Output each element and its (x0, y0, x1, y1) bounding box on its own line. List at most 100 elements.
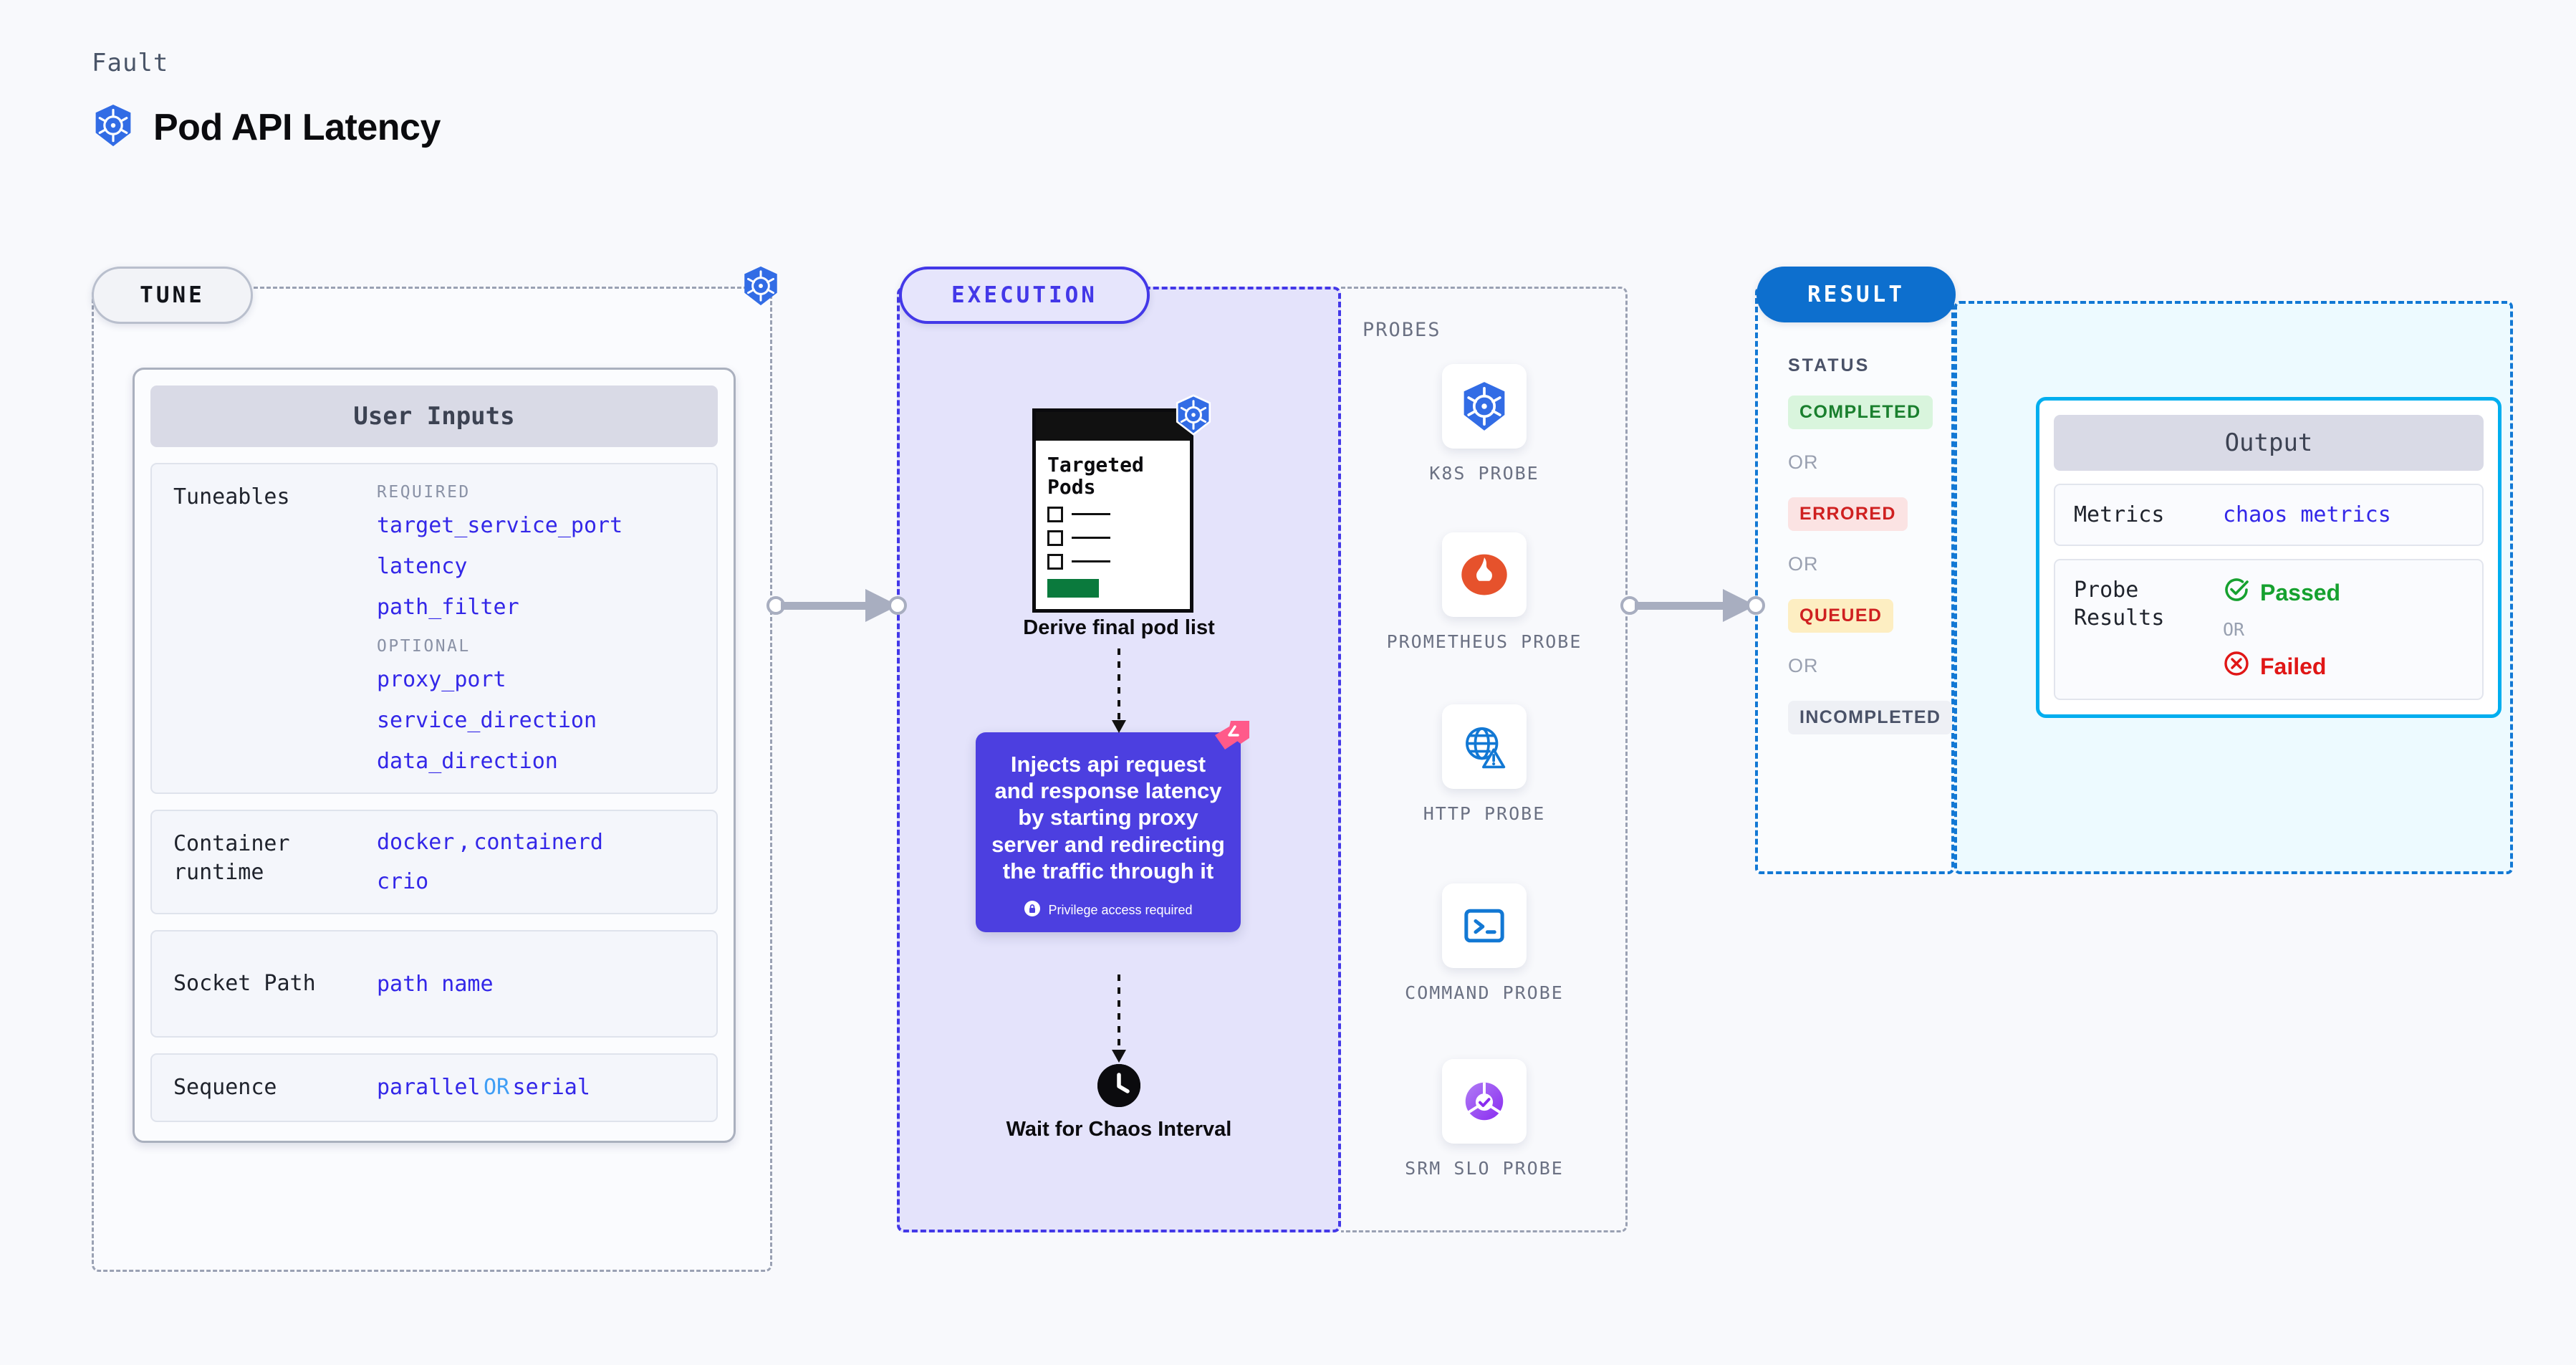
status-title: STATUS (1788, 355, 1870, 375)
probe-command[interactable]: COMMAND PROBE (1341, 883, 1628, 1005)
page-header: Fault Pod API Latency (92, 49, 441, 151)
litmus-chaos-icon (1213, 719, 1251, 759)
probe-prometheus[interactable]: PROMETHEUS PROBE (1341, 532, 1628, 654)
status-badge-errored: ERRORED (1788, 497, 1908, 531)
tuneable-latency[interactable]: latency (377, 554, 468, 579)
metrics-value[interactable]: chaos metrics (2223, 502, 2391, 527)
probes-panel: PROBES K8S PROBE PROMETHEUS PROBE HTTP P… (1341, 287, 1628, 1232)
connector-execution-to-result (1620, 589, 1771, 622)
tuneable-path-filter[interactable]: path_filter (377, 595, 519, 620)
targeted-pods-card: Targeted Pods (1032, 394, 1211, 613)
probe-label: K8S PROBE (1429, 463, 1539, 484)
execution-pill[interactable]: EXECUTION (899, 267, 1150, 324)
pods-checkbox-row (1047, 553, 1178, 570)
sequence-row: Sequence parallel OR serial (150, 1053, 718, 1122)
user-inputs-title: User Inputs (150, 385, 718, 447)
srm-slo-icon (1442, 1059, 1527, 1144)
inject-latency-card: Injects api request and response latency… (976, 721, 1249, 932)
status-badge-completed: COMPLETED (1788, 396, 1933, 429)
tune-pill[interactable]: TUNE (92, 267, 253, 324)
probe-label: PROMETHEUS PROBE (1386, 631, 1582, 652)
globe-warning-icon (1442, 704, 1527, 789)
status-or: OR (1788, 553, 1819, 575)
checkbox-icon[interactable] (1047, 506, 1063, 522)
probe-srm-slo[interactable]: SRM SLO PROBE (1341, 1059, 1628, 1181)
probe-result-passed: Passed (2223, 576, 2340, 609)
status-badge-queued: QUEUED (1788, 599, 1894, 633)
container-runtime-label: Container runtime (173, 831, 290, 885)
output-title: Output (2054, 415, 2484, 471)
probe-results-label: Probe Results (2074, 578, 2165, 631)
probe-result-failed: Failed (2223, 650, 2340, 683)
status-badge-incompleted: INCOMPLETED (1788, 701, 1953, 734)
tuneable-proxy-port[interactable]: proxy_port (377, 667, 506, 692)
probe-k8s[interactable]: K8S PROBE (1341, 364, 1628, 486)
tuneable-target-service-port[interactable]: target_service_port (377, 513, 623, 538)
sequence-label: Sequence (173, 1075, 277, 1100)
wait-label: Wait for Chaos Interval (1006, 1118, 1232, 1141)
output-panel: Output Metrics chaos metrics Probe Resul… (1954, 301, 2513, 874)
runtime-containerd[interactable]: containerd (474, 830, 603, 855)
pods-checkbox-row (1047, 506, 1178, 522)
pods-title-bar (1036, 412, 1190, 441)
arrow-derive-to-inject (1112, 648, 1126, 733)
output-card: Output Metrics chaos metrics Probe Resul… (2036, 397, 2501, 718)
result-pill[interactable]: RESULT (1756, 267, 1956, 322)
page-title: Pod API Latency (153, 106, 441, 148)
pods-title: Targeted Pods (1047, 453, 1144, 499)
pods-progress-bar (1047, 578, 1099, 598)
runtime-docker[interactable]: docker (377, 830, 455, 855)
result-panel: STATUS COMPLETED OR ERRORED OR QUEUED OR… (1755, 287, 1954, 874)
failed-label: Failed (2260, 653, 2327, 679)
probes-title: PROBES (1363, 319, 1441, 341)
prometheus-icon (1442, 532, 1527, 617)
lock-icon (1024, 900, 1041, 921)
kubernetes-icon (1173, 394, 1213, 439)
metrics-row: Metrics chaos metrics (2054, 484, 2484, 546)
tuneable-service-direction[interactable]: service_direction (377, 708, 597, 733)
passed-label: Passed (2260, 579, 2341, 605)
status-or: OR (1788, 655, 1819, 676)
metrics-label: Metrics (2074, 502, 2165, 527)
pods-checkbox-row (1047, 530, 1178, 546)
derive-pod-list-label: Derive final pod list (1023, 616, 1215, 639)
kubernetes-icon (741, 265, 781, 310)
probe-label: HTTP PROBE (1423, 803, 1546, 824)
socket-path-value[interactable]: path name (377, 971, 494, 997)
optional-tag: OPTIONAL (377, 637, 471, 656)
runtime-crio[interactable]: crio (377, 869, 429, 894)
required-tag: REQUIRED (377, 483, 471, 502)
pods-line (1072, 513, 1110, 516)
container-runtime-row: Container runtime docker , containerd cr… (150, 810, 718, 914)
kubernetes-icon (92, 103, 135, 151)
pods-line (1072, 537, 1110, 540)
arrow-inject-to-wait (1112, 974, 1126, 1063)
sequence-serial[interactable]: serial (512, 1075, 590, 1101)
socket-path-row: Socket Path path name (150, 930, 718, 1038)
check-circle-icon (2223, 576, 2250, 609)
probe-result-or: OR (2223, 619, 2245, 640)
pods-line (1072, 560, 1110, 563)
probe-http[interactable]: HTTP PROBE (1341, 704, 1628, 826)
tuneables-label: Tuneables (173, 484, 290, 509)
connector-tune-to-execution (766, 589, 910, 622)
tune-panel: User Inputs Tuneables REQUIRED target_se… (92, 287, 772, 1272)
terminal-icon (1442, 883, 1527, 968)
checkbox-icon[interactable] (1047, 530, 1063, 546)
probe-label: COMMAND PROBE (1405, 982, 1564, 1003)
privilege-text: Privilege access required (1048, 902, 1193, 917)
checkbox-icon[interactable] (1047, 553, 1063, 570)
fault-kicker: Fault (92, 49, 169, 77)
probe-results-row: Probe Results Passed OR Failed (2054, 559, 2484, 700)
runtime-separator: , (457, 830, 471, 855)
probe-label: SRM SLO PROBE (1405, 1158, 1564, 1179)
tuneable-data-direction[interactable]: data_direction (377, 749, 558, 774)
sequence-parallel[interactable]: parallel (377, 1075, 481, 1101)
sequence-separator: OR (483, 1075, 510, 1101)
privilege-note: Privilege access required (989, 900, 1228, 921)
status-or: OR (1788, 451, 1819, 473)
inject-description: Injects api request and response latency… (991, 752, 1225, 883)
user-inputs-card: User Inputs Tuneables REQUIRED target_se… (133, 368, 736, 1143)
socket-path-label: Socket Path (173, 971, 316, 997)
wait-for-chaos-node: Wait for Chaos Interval (897, 1064, 1341, 1142)
